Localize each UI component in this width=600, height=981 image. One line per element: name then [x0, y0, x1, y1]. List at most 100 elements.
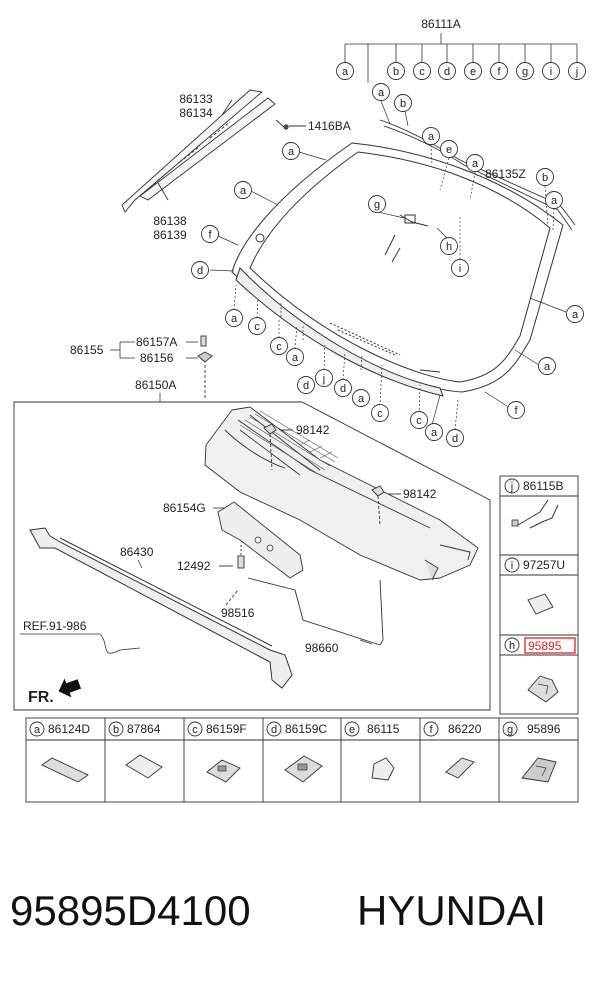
bracket-drawing	[217, 501, 304, 579]
label-86138: 86138	[153, 214, 187, 228]
svg-text:j: j	[575, 66, 578, 78]
label-86154g: 86154G	[163, 501, 206, 515]
svg-text:a: a	[288, 146, 295, 158]
group-bracket	[110, 341, 198, 359]
part-number-caption: 95895D4100	[10, 887, 251, 934]
bolt-drawing	[219, 545, 245, 569]
svg-text:a: a	[378, 87, 385, 99]
svg-text:86115B: 86115B	[523, 479, 563, 493]
callout-a: a	[566, 305, 584, 323]
callout-f: f	[201, 225, 219, 243]
svg-text:d: d	[340, 383, 346, 395]
svg-text:95896: 95896	[527, 722, 561, 736]
brand-caption: HYUNDAI	[357, 887, 546, 934]
bottom-part-a: a 86124D	[29, 721, 90, 783]
svg-text:h: h	[446, 241, 452, 253]
callout-g: g	[516, 62, 534, 80]
callout-j: j	[315, 369, 333, 387]
callout-j: j	[568, 62, 586, 80]
svg-text:j: j	[322, 373, 325, 385]
svg-text:f: f	[208, 229, 212, 241]
title-callouts: a b c d e f g i j	[336, 62, 586, 80]
svg-text:a: a	[472, 158, 479, 170]
svg-text:b: b	[393, 66, 399, 78]
screw-98142-drawing	[263, 423, 401, 526]
front-label: FR.	[28, 689, 54, 706]
svg-text:d: d	[197, 265, 203, 277]
bottom-part-f: f 86220	[423, 721, 482, 779]
svg-text:a: a	[292, 352, 299, 364]
callout-h: h	[440, 237, 458, 255]
callout-a: a	[225, 309, 243, 327]
callout-c: c	[410, 411, 428, 429]
label-86139: 86139	[153, 228, 187, 242]
highlight-box	[524, 637, 576, 654]
svg-text:87864: 87864	[127, 722, 161, 736]
bottom-part-e: e 86115	[344, 721, 400, 781]
label-98142-bottom: 98142	[403, 487, 437, 501]
glass-callouts: a a b a e a b a a g h i f d a c c a j d …	[191, 83, 584, 447]
side-moulding-drawing	[121, 89, 276, 213]
svg-text:c: c	[254, 321, 260, 333]
svg-text:a: a	[358, 393, 365, 405]
svg-text:g: g	[374, 199, 380, 211]
svg-text:86124D: 86124D	[48, 722, 90, 736]
label-98660: 98660	[305, 641, 339, 655]
svg-text:d: d	[444, 66, 450, 78]
weatherstrip-drawing	[29, 527, 293, 689]
svg-text:c: c	[192, 724, 198, 736]
bottom-part-d: d 86159C	[266, 721, 327, 783]
svg-text:b: b	[113, 724, 119, 736]
svg-text:d: d	[271, 724, 277, 736]
svg-text:a: a	[231, 313, 238, 325]
svg-text:a: a	[572, 309, 579, 321]
label-1416ba: 1416BA	[308, 119, 351, 133]
bottom-parts-table	[25, 717, 579, 803]
svg-text:e: e	[446, 144, 452, 156]
side-part-h: h 95895	[504, 637, 576, 703]
svg-text:95895: 95895	[528, 639, 562, 653]
clip-1416ba-drawing	[275, 119, 306, 130]
leader-lines	[209, 100, 567, 431]
callout-d: d	[446, 429, 464, 447]
svg-text:86220: 86220	[448, 722, 482, 736]
svg-text:i: i	[550, 66, 552, 78]
svg-text:a: a	[551, 195, 558, 207]
bottom-part-b: b 87864	[108, 721, 163, 779]
svg-text:c: c	[416, 415, 422, 427]
svg-text:a: a	[240, 185, 247, 197]
callout-a: a	[466, 154, 484, 172]
callout-g: g	[368, 195, 386, 213]
label-98516: 98516	[221, 606, 255, 620]
svg-text:97257U: 97257U	[523, 558, 565, 572]
hose-drawing	[225, 577, 384, 646]
label-98142-top: 98142	[296, 423, 330, 437]
bracket-holes	[254, 536, 274, 552]
svg-text:86159F: 86159F	[206, 722, 247, 736]
side-part-i: i 97257U	[504, 557, 565, 615]
callout-c: c	[413, 62, 431, 80]
label-86430: 86430	[120, 545, 154, 559]
label-86134: 86134	[179, 106, 213, 120]
label-86133: 86133	[179, 92, 213, 106]
callout-e: e	[464, 62, 482, 80]
callout-a: a	[425, 423, 443, 441]
svg-text:h: h	[509, 640, 515, 652]
cowl-group-frame	[13, 401, 491, 711]
svg-text:a: a	[428, 131, 435, 143]
callout-a: a	[282, 142, 300, 160]
callout-b: b	[394, 94, 412, 112]
callout-f: f	[507, 401, 525, 419]
svg-text:a: a	[342, 66, 349, 78]
svg-text:d: d	[452, 433, 458, 445]
callout-a: a	[545, 191, 563, 209]
callout-a: a	[336, 62, 354, 80]
svg-text:a: a	[431, 427, 438, 439]
clip-parts-drawing	[197, 335, 213, 400]
svg-text:f: f	[497, 66, 501, 78]
cowl-panel-drawing	[204, 406, 479, 581]
label-86156: 86156	[140, 351, 174, 365]
callout-d: d	[438, 62, 456, 80]
callout-a: a	[286, 348, 304, 366]
